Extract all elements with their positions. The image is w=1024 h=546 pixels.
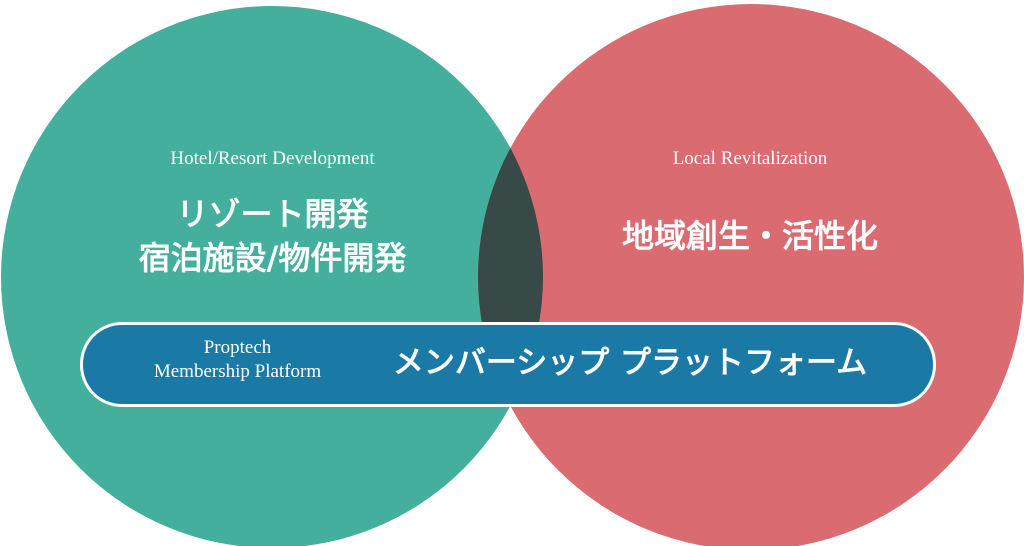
platform-pill xyxy=(80,322,936,407)
left-jp-line1: リゾート開発 xyxy=(176,195,369,233)
platform-en-line2: Membership Platform xyxy=(153,361,322,382)
right-en-label: Local Revitalization xyxy=(672,148,828,169)
platform-en-line1: Proptech xyxy=(203,337,272,358)
left-circle xyxy=(1,6,543,546)
left-jp-line2: 宿泊施設/物件開発 xyxy=(138,239,407,277)
right-jp-label: 地域創生・活性化 xyxy=(621,217,878,255)
platform-jp-label: メンバーシップ プラットフォーム xyxy=(392,345,868,381)
right-circle xyxy=(478,4,1024,546)
left-en-label: Hotel/Resort Development xyxy=(170,148,375,169)
